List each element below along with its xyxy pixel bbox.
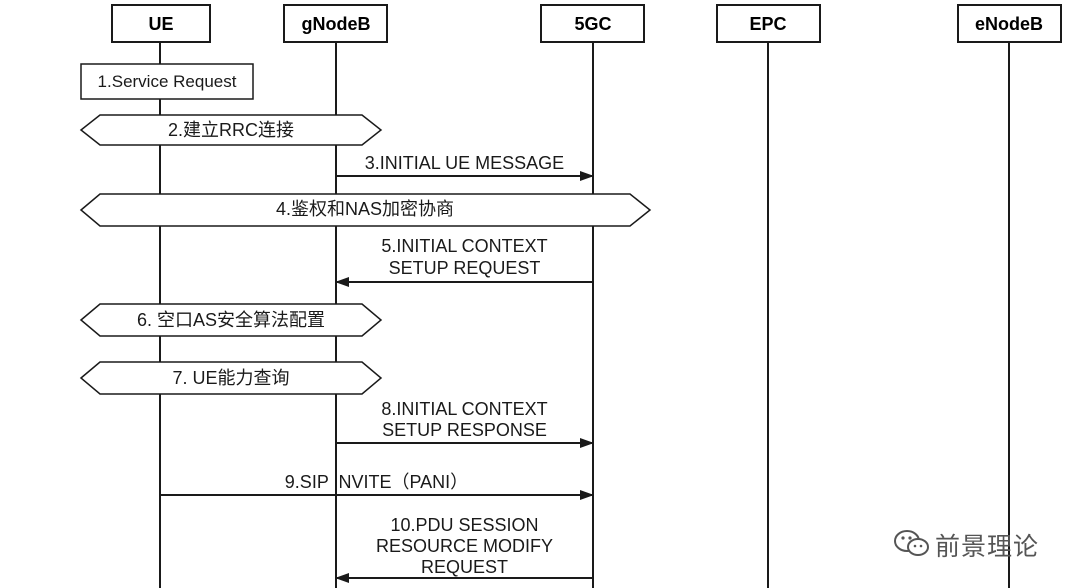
step7-hexagon: [79, 361, 383, 395]
entity-5gc-label: 5GC: [574, 14, 611, 34]
step10-label-line2: RESOURCE MODIFY: [375, 536, 553, 556]
step10-label-line1: 10.PDU SESSION: [390, 515, 539, 535]
watermark-text: 前景理论: [935, 532, 1040, 561]
step5-label-line2: SETUP REQUEST: [388, 258, 541, 278]
entity-enodeb: eNodeB: [957, 4, 1062, 43]
step6-hexagon: [79, 303, 383, 337]
entity-enodeb-label: eNodeB: [975, 14, 1043, 34]
step4-label: 4.鉴权和NAS加密协商: [275, 199, 455, 219]
entity-5gc: 5GC: [540, 4, 645, 43]
entity-epc: EPC: [716, 4, 821, 43]
step6-label: 6. 空口AS安全算法配置: [136, 310, 326, 330]
entity-ue: UE: [111, 4, 211, 43]
step3-label: 3.INITIAL UE MESSAGE: [364, 153, 565, 173]
step10-label-line3: REQUEST: [420, 557, 508, 577]
entity-gnodeb-label: gNodeB: [302, 14, 371, 34]
step1-box: [80, 63, 254, 100]
step4-hexagon: [79, 193, 652, 227]
step5-label-line1: 5.INITIAL CONTEXT: [381, 236, 548, 256]
wechat-icon: [894, 530, 929, 556]
step8-label-line1: 8.INITIAL CONTEXT: [381, 399, 548, 419]
entity-ue-label: UE: [148, 14, 173, 34]
step8-label-line2: SETUP RESPONSE: [382, 420, 547, 440]
step1-label: 1.Service Request: [97, 72, 237, 91]
entity-epc-label: EPC: [749, 14, 786, 34]
watermark: 前景理论: [893, 522, 1053, 562]
step7-label: 7. UE能力查询: [172, 368, 290, 388]
step9-label: 9.SIP INVITE（PANI）: [284, 472, 469, 492]
entity-gnodeb: gNodeB: [283, 4, 388, 43]
step2-hexagon: [79, 114, 383, 146]
step2-label: 2.建立RRC连接: [167, 120, 294, 140]
